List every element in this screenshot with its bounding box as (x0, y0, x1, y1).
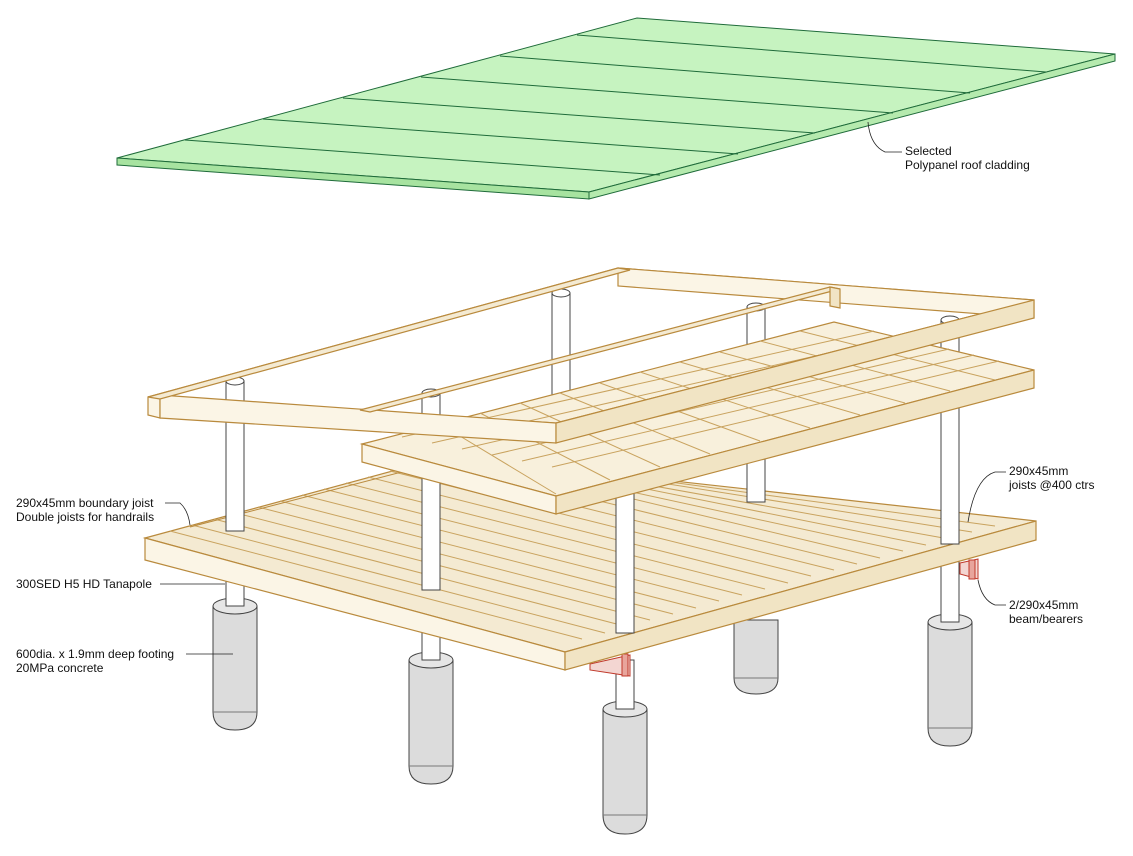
bearer-brackets (589, 558, 979, 677)
pole-label: 300SED H5 HD Tanapole (16, 577, 152, 591)
annotations: Selected Polypanel roof cladding 290x45m… (16, 144, 1095, 675)
footing-left (212, 597, 258, 731)
footings (212, 597, 973, 835)
roof-label-line1: Selected (905, 144, 952, 158)
boundary-joist-label-line1: 290x45mm boundary joist (16, 496, 154, 510)
roof-cladding (116, 17, 1116, 200)
footing-front (602, 700, 648, 835)
main-deck (142, 455, 1037, 671)
footing-label-line1: 600dia. x 1.9mm deep footing (16, 647, 174, 661)
joists-label-line1: 290x45mm (1009, 464, 1068, 478)
roof-panel-seams (184, 34, 1047, 176)
top-frame (147, 267, 1035, 444)
mid-joist-frame (359, 321, 1035, 515)
leader-lines (160, 121, 1006, 655)
joists-label-line2: joists @400 ctrs (1008, 478, 1095, 492)
footing-back-mid (733, 619, 779, 695)
roof-label-line2: Polypanel roof cladding (905, 158, 1030, 172)
bearers-label-line2: beam/bearers (1009, 612, 1083, 626)
footing-right (927, 613, 973, 747)
footing-label-line2: 20MPa concrete (16, 661, 104, 675)
bearers-label-line1: 2/290x45mm (1009, 598, 1078, 612)
footing-front-mid (408, 651, 454, 785)
boundary-joist-label-line2: Double joists for handrails (16, 510, 154, 524)
